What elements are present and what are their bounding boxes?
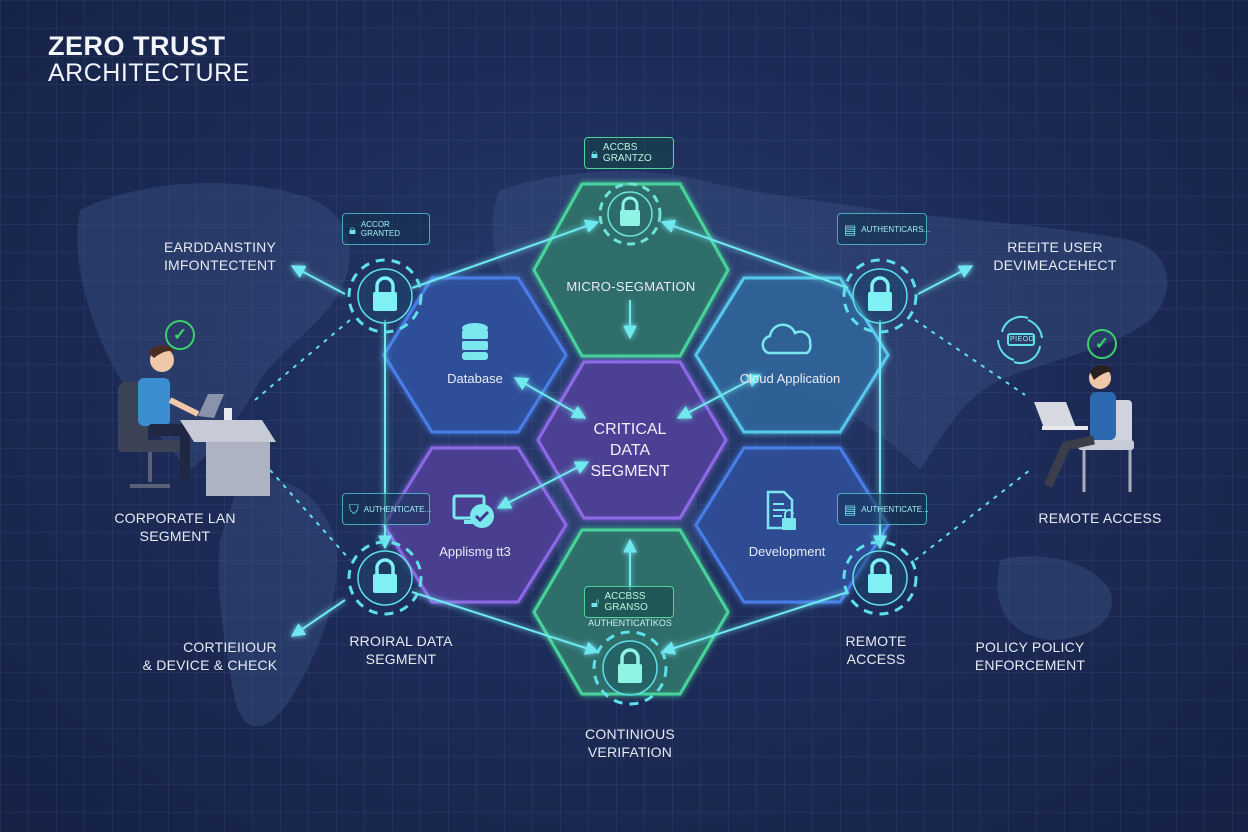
lock-ring-top-right xyxy=(842,258,918,334)
lock-ring-top-left xyxy=(347,258,423,334)
label-remote-access-bottom: REMOTE ACCESS xyxy=(830,632,922,668)
label-line-2: ENFORCEMENT xyxy=(974,657,1086,673)
hex-label-applications: Applismg tt3 xyxy=(439,544,511,559)
label-top-left: EARDDANSTINY IMFONTECTENT xyxy=(150,238,290,274)
label-line-2: SEGMENT xyxy=(139,528,211,544)
label-line-1: EARDDANSTINY xyxy=(163,239,277,255)
label-continuous-verification: CONTINIOUS VERIFATION xyxy=(565,725,695,761)
label-top-right: REEITE USER DEVIMEACEHECT xyxy=(980,238,1130,274)
hex-label-cloud-application: Cloud Application xyxy=(739,371,841,386)
label-line-1: REMOTE ACCESS xyxy=(1038,510,1162,526)
badge-text: AUTHENTICATE... xyxy=(861,504,929,514)
access-granted-badge-left: 🔒︎ ACCOR GRANTED xyxy=(342,213,430,245)
title-line-1: ZERO TRUST xyxy=(48,31,226,61)
authenticated-badge-mid-right: ▤ AUTHENTICATE... xyxy=(837,493,929,525)
badge-subtext: AUTHENTICATIKOS xyxy=(588,618,672,628)
lock-ring-bottom-right xyxy=(842,540,918,616)
badge-text: ACCOR GRANTED xyxy=(360,220,401,238)
dotted-links xyxy=(254,319,1031,561)
access-granted-badge-top: 🔒︎ ACCBS GRANTZO xyxy=(584,137,674,169)
label-line-2: VERIFATION xyxy=(587,744,673,760)
label-line-1: POLICY POLICY xyxy=(975,639,1085,655)
label-line-1: REMOTE xyxy=(845,633,907,649)
label-line-2: DEVIMEACEHECT xyxy=(993,257,1117,273)
verified-monitor-icon xyxy=(452,494,494,528)
label-line-1: REEITE USER xyxy=(1007,239,1103,255)
badge-line-2: GRANSO xyxy=(604,602,648,613)
badge-text: AUTHENTICARS... xyxy=(861,224,931,234)
lock-ring-bottom xyxy=(592,630,668,706)
hex-label-database: Database xyxy=(447,371,503,386)
authenticated-badge-mid-left: ⛉ AUTHENTICATE... xyxy=(342,493,432,525)
label-policy-enforcement: POLICY POLICY ENFORCEMENT xyxy=(960,638,1100,674)
badge-line-2: GRANTZO xyxy=(602,153,652,164)
center-line-1: CRITICAL xyxy=(593,421,667,438)
label-line-1: CORTIEIIOUR xyxy=(183,639,277,655)
access-granted-badge-bottom: 🔓︎ ACCBSS GRANSO xyxy=(584,586,674,618)
label-line-1: CONTINIOUS xyxy=(585,726,675,742)
label-line-2: SEGMENT xyxy=(365,651,437,667)
lock-icon: 🔒︎ xyxy=(349,221,356,237)
badge-text: AUTHENTICATE... xyxy=(363,504,432,514)
label-remote-access-right: REMOTE ACCESS xyxy=(1030,509,1170,527)
label-line-2: ACCESS xyxy=(846,651,906,667)
hex-label-development: Development xyxy=(748,544,826,559)
label-line-1: CORPORATE LAN xyxy=(114,510,236,526)
authenticated-badge-right: ▤ AUTHENTICARS... xyxy=(837,213,931,245)
critical-data-segment-label: CRITICAL DATA SEGMENT xyxy=(560,419,700,482)
label-line-2: IMFONTECTENT xyxy=(163,257,277,273)
sync-icon xyxy=(997,315,1043,364)
label-line-1: RROIRAL DATA xyxy=(349,633,453,649)
badge-line-1: ACCBS xyxy=(602,142,638,153)
corporate-user-illustration xyxy=(118,345,276,496)
label-bottom-far-left: CORTIEIIOUR & DEVICE & CHECK xyxy=(130,638,290,674)
lock-ring-top xyxy=(598,182,662,246)
shield-icon: ⛉ xyxy=(349,501,359,517)
center-line-3: SEGMENT xyxy=(590,463,670,480)
database-icon xyxy=(462,323,488,360)
terminal-icon: ▤ xyxy=(844,221,857,237)
sync-label: PIEOD xyxy=(1010,336,1035,343)
document-lock-icon xyxy=(766,490,796,530)
lock-ring-bottom-left xyxy=(347,540,423,616)
check-icon-remote: ✓ xyxy=(1087,329,1117,359)
label-line-2: & DEVICE & CHECK xyxy=(142,657,278,673)
terminal-icon: ▤ xyxy=(844,501,857,517)
label-bottom-left: RROIRAL DATA SEGMENT xyxy=(336,632,466,668)
center-line-2: DATA xyxy=(609,442,651,459)
page-title: ZERO TRUST ARCHITECTURE xyxy=(48,33,250,87)
check-icon-corporate: ✓ xyxy=(165,320,195,350)
lock-icon: 🔓︎ xyxy=(591,594,600,610)
title-line-2: ARCHITECTURE xyxy=(48,59,250,87)
cloud-icon xyxy=(761,323,812,355)
hex-label-micro-segmentation: MICRO-SEGMATION xyxy=(566,279,696,294)
lock-icon: 🔒︎ xyxy=(591,145,598,161)
remote-user-illustration xyxy=(1034,365,1134,492)
label-corporate-lan-segment: CORPORATE LAN SEGMENT xyxy=(100,509,250,545)
badge-line-1: ACCBSS xyxy=(604,591,646,602)
